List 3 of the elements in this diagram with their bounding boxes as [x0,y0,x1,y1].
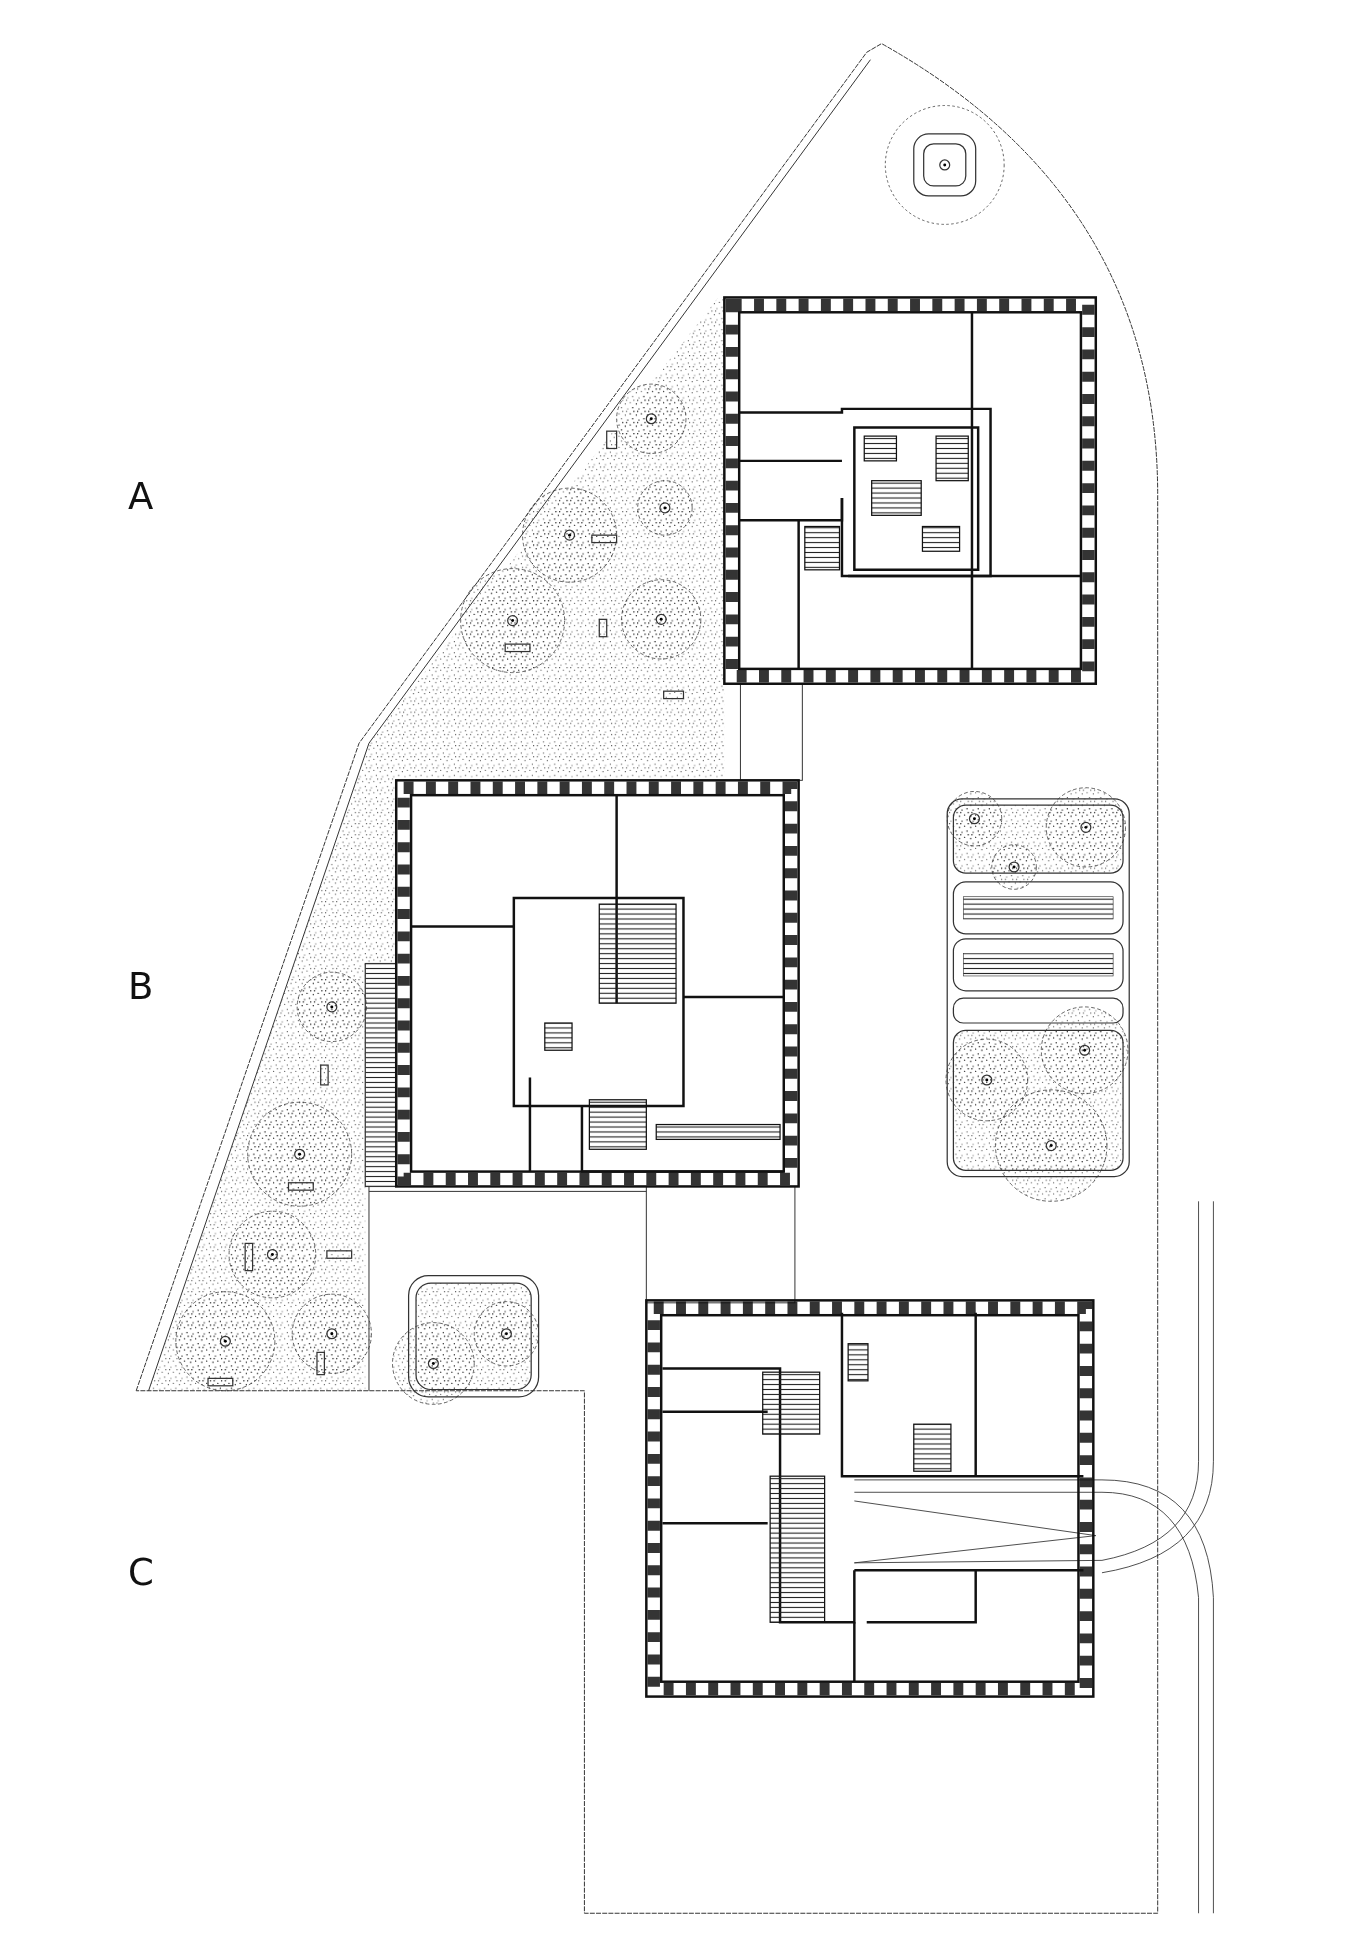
building-label: B [128,968,154,1005]
building-label: A [128,478,154,515]
building-label: C [128,1554,154,1591]
